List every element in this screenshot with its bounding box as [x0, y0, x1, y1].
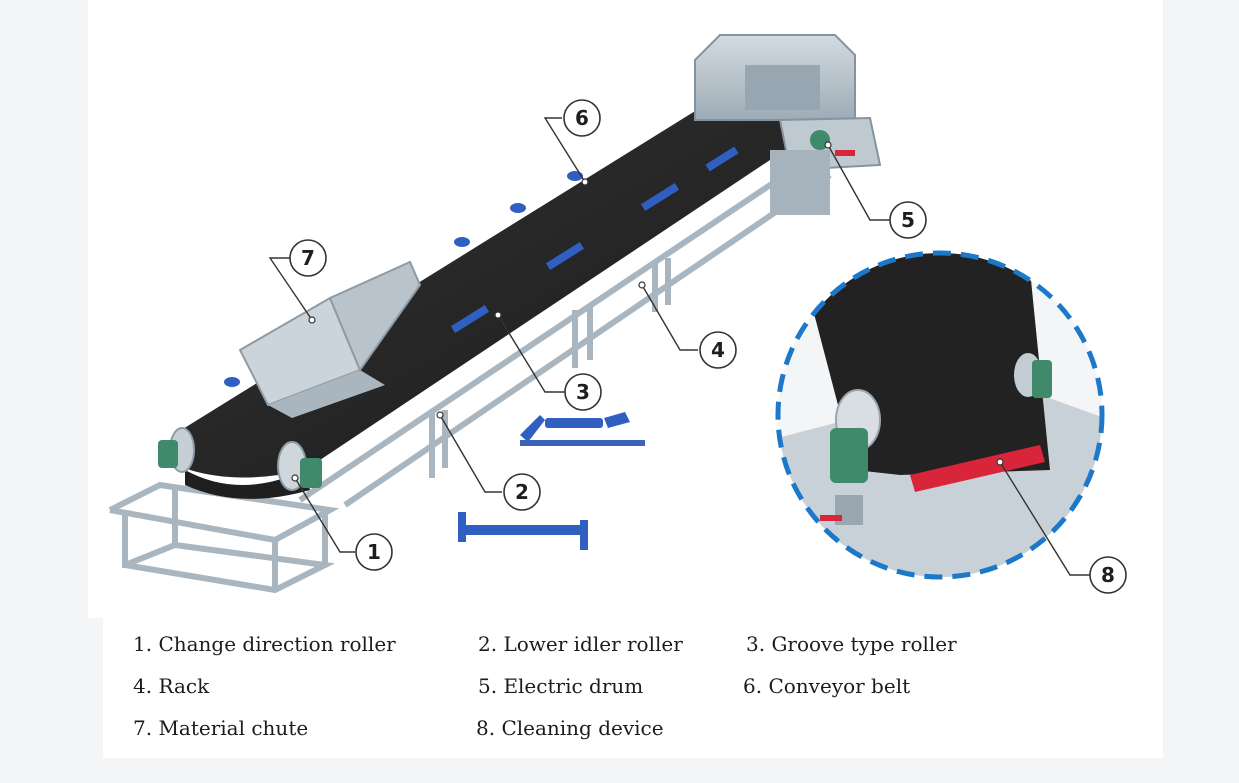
material-chute	[238, 260, 422, 418]
callout-7: 7	[289, 239, 327, 277]
legend: 1. Change direction roller 2. Lower idle…	[103, 618, 1163, 758]
change-direction-roller	[158, 427, 322, 491]
callout-4: 4	[699, 331, 737, 369]
callout-3: 3	[564, 373, 602, 411]
groove-roller-sample	[520, 412, 645, 446]
legend-item-8: 8. Cleaning device	[476, 716, 664, 740]
callout-3-label: 3	[576, 380, 590, 404]
legend-item-6: 6. Conveyor belt	[743, 674, 911, 698]
leader-lines	[268, 117, 1090, 576]
legend-item-3: 3. Groove type roller	[746, 632, 957, 656]
callout-7-label: 7	[301, 246, 315, 270]
callout-8-label: 8	[1101, 563, 1115, 587]
callout-8: 8	[1089, 556, 1127, 594]
callout-2: 2	[503, 473, 541, 511]
cleaning-device-zoom	[778, 253, 1102, 577]
callout-5: 5	[889, 201, 927, 239]
rack	[108, 162, 832, 594]
legend-item-5: 5. Electric drum	[478, 674, 644, 698]
legend-item-7: 7. Material chute	[133, 716, 309, 740]
callout-6: 6	[563, 99, 601, 137]
zoom-ring	[775, 250, 1105, 580]
lower-idler-sample	[458, 512, 588, 550]
callout-6-label: 6	[575, 106, 589, 130]
callout-2-label: 2	[515, 480, 529, 504]
legend-item-4: 4. Rack	[133, 674, 210, 698]
callout-4-label: 4	[711, 338, 725, 362]
legend-item-1: 1. Change direction roller	[133, 632, 396, 656]
leader-dots	[291, 141, 1004, 482]
callout-1: 1	[355, 533, 393, 571]
legend-item-2: 2. Lower idler roller	[478, 632, 683, 656]
callout-1-label: 1	[367, 540, 381, 564]
callout-5-label: 5	[901, 208, 915, 232]
